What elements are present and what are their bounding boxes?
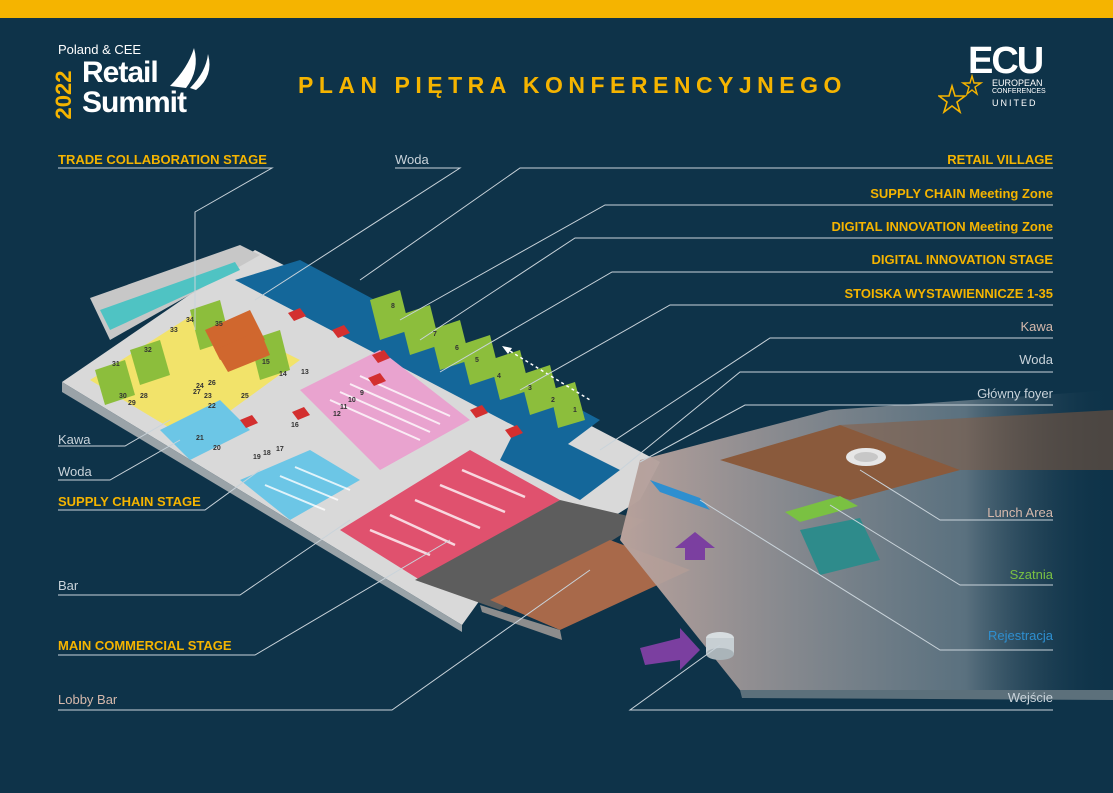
label-coffee-right: Kawa	[1020, 319, 1053, 334]
label-supply-chain-stage: SUPPLY CHAIN STAGE	[58, 494, 201, 509]
logo-word-retail: Retail	[82, 56, 159, 89]
ecu-logo: ECU EUROPEAN CONFERENCES UNITED	[938, 40, 1058, 122]
label-coffee-left: Kawa	[58, 432, 91, 447]
label-trade-collaboration-stage: TRADE COLLABORATION STAGE	[58, 152, 267, 167]
cloakroom	[785, 496, 858, 522]
label-bar: Bar	[58, 578, 79, 593]
stars-icon	[938, 73, 984, 115]
plate-icon	[846, 448, 886, 466]
label-exhibitor-stands: STOISKA WYSTAWIENNICZE 1-35	[844, 286, 1053, 301]
booth-35-area	[205, 310, 270, 372]
retail-summit-logo: Poland & CEE 2022 Retail Summit	[51, 42, 226, 122]
label-lunch-area: Lunch Area	[987, 505, 1053, 520]
ecu-line-united: UNITED	[992, 98, 1038, 108]
foyer-arrow-icon	[675, 532, 715, 560]
restroom-area	[100, 262, 240, 330]
label-entrance: Wejście	[1007, 690, 1053, 705]
logo-word-summit: Summit	[82, 86, 187, 119]
label-main-commercial-stage: MAIN COMMERCIAL STAGE	[58, 638, 232, 653]
digital-innovation-stage	[300, 350, 470, 470]
label-water-right: Woda	[1019, 352, 1053, 367]
ecu-line-european: EUROPEAN	[992, 78, 1043, 88]
label-retail-village: RETAIL VILLAGE	[947, 152, 1053, 167]
restroom-foyer	[800, 518, 880, 575]
booth-area-blue	[160, 400, 250, 460]
sail-icon	[170, 48, 210, 90]
label-water-top: Woda	[395, 152, 429, 167]
leader-lines	[58, 167, 1053, 711]
blue-corridor	[500, 420, 620, 500]
digital-innovation-zone	[235, 260, 600, 450]
logo-pre-text: Poland & CEE	[58, 42, 142, 57]
label-water-left: Woda	[58, 464, 92, 479]
label-main-foyer: Główny foyer	[977, 386, 1053, 401]
entrance-arrow-icon	[640, 628, 700, 670]
label-digital-innovation-stage: DIGITAL INNOVATION STAGE	[871, 252, 1053, 267]
label-registration: Rejestracja	[987, 628, 1053, 643]
top-accent-bar	[0, 0, 1113, 18]
page-title: PLAN PIĘTRA KONFERENCYJNEGO	[298, 72, 847, 98]
lunch-area	[720, 425, 960, 500]
ecu-line-conferences: CONFERENCES	[992, 88, 1046, 95]
label-cloakroom: Szatnia	[1009, 567, 1053, 582]
label-supply-chain-meeting-zone: SUPPLY CHAIN Meeting Zone	[870, 186, 1053, 201]
registration-desk	[650, 480, 710, 510]
label-lobby-bar: Lobby Bar	[58, 692, 118, 707]
meeting-tables	[240, 308, 523, 438]
ecu-logo-text: ECU	[968, 40, 1044, 82]
service-block	[415, 500, 645, 610]
label-digital-innovation-meeting-zone: DIGITAL INNOVATION Meeting Zone	[831, 219, 1053, 234]
